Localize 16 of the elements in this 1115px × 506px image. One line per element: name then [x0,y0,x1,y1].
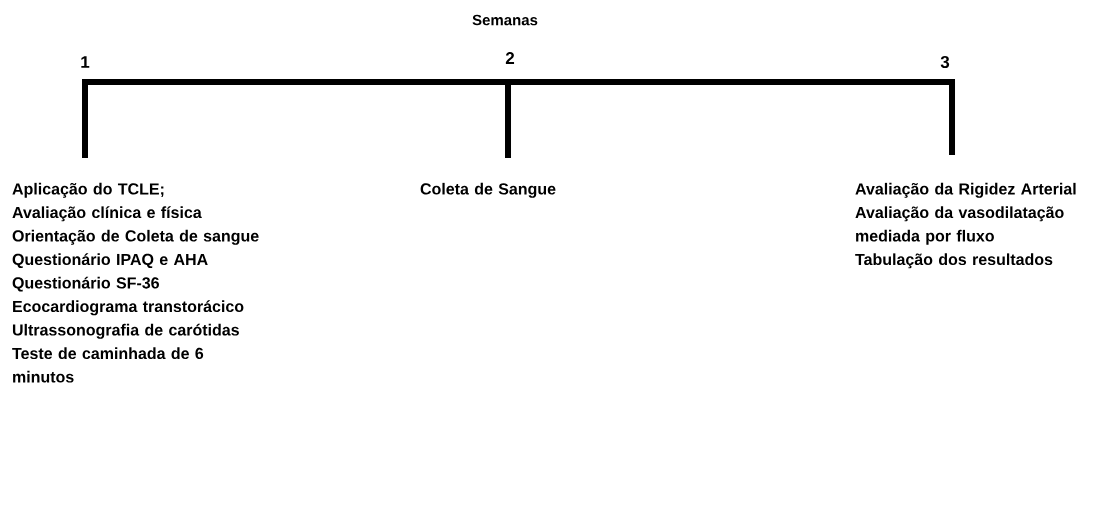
list-item: Teste de caminhada de 6 minutos [12,347,204,383]
list-item: Avaliação da vasodilatação mediada por fluxo [855,206,1064,245]
list-item: Tabulação dos resultados [855,253,1053,269]
list-item: Ecocardiograma transtorácico [13,300,244,316]
tick-label: 1 [81,56,90,68]
list-item: Questionário IPAQ e AHA [12,253,208,269]
list-item: Avaliação da Rigidez Arterial [855,182,1076,198]
list-item: Avaliação clínica e física [12,206,202,222]
list-item: Questionário SF-36 [12,276,159,292]
list-item: Aplicação do TCLE; [12,182,164,198]
tick-label: 2 [505,52,515,64]
list-item: Coleta de Sangue [420,182,556,198]
list-item: Ultrassonografia de carótidas [12,323,239,339]
list-item: Orientação de Coleta de sangue [12,229,259,245]
title: Semanas [472,14,538,26]
tick-label: 3 [940,55,950,69]
